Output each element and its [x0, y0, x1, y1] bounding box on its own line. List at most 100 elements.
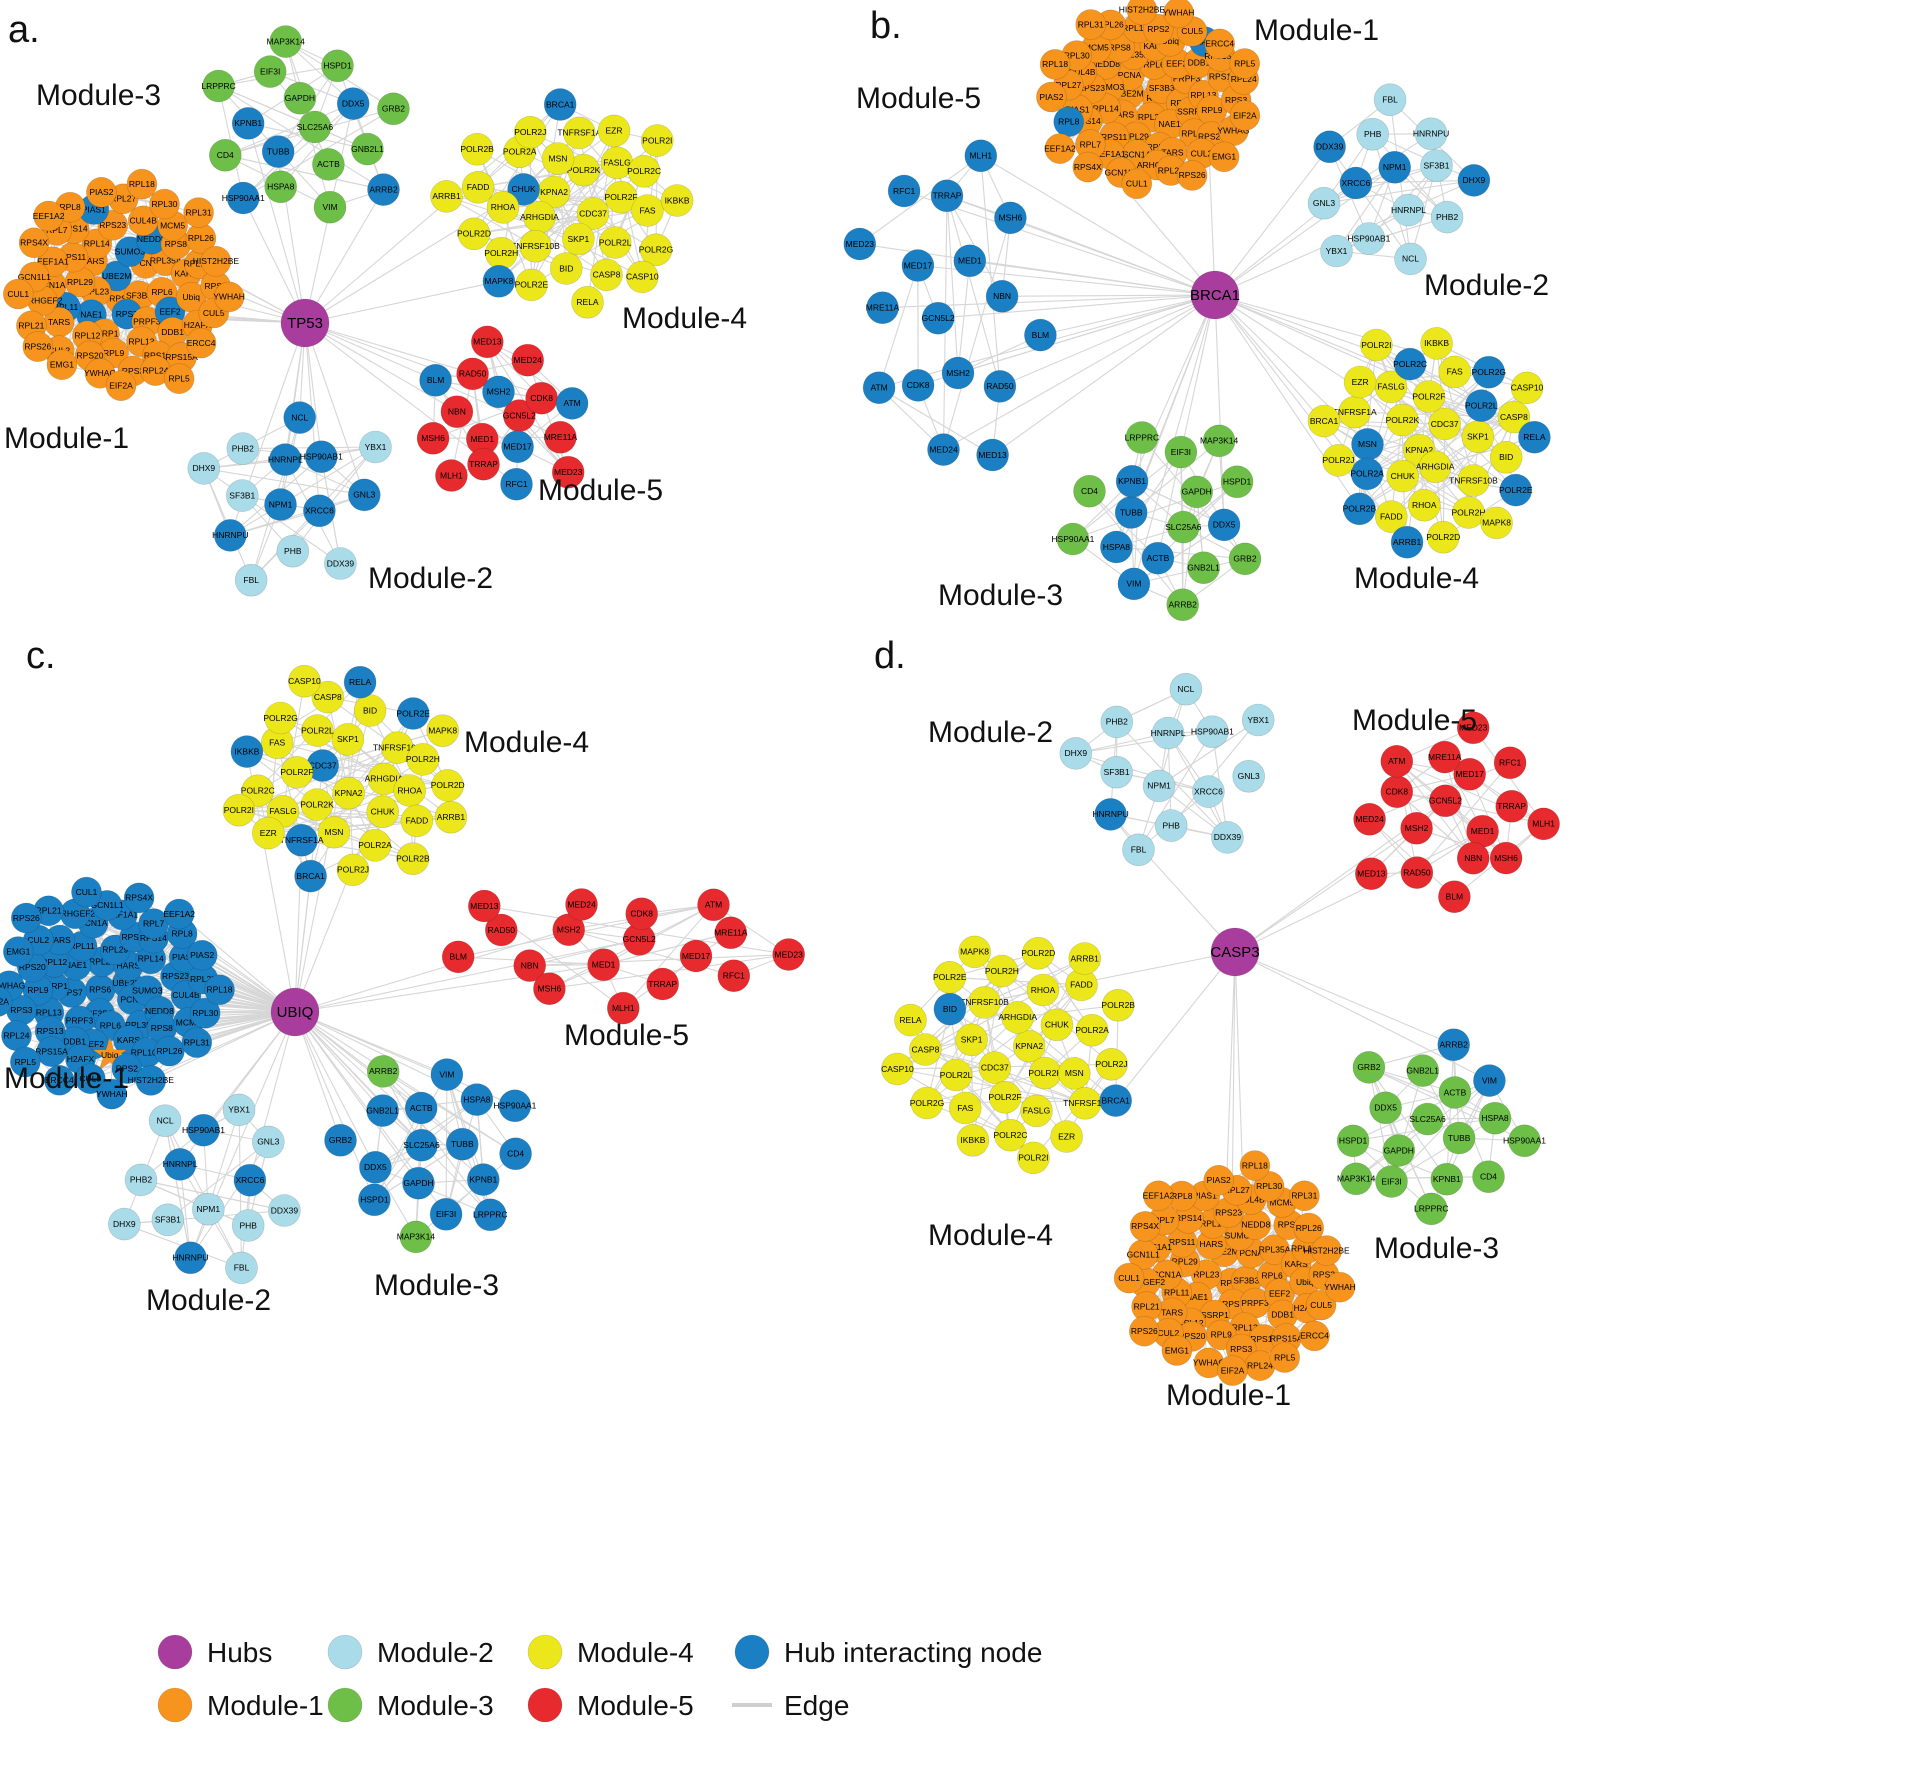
node-XRCC6[interactable] — [303, 494, 336, 528]
node-EMG1[interactable] — [1208, 141, 1240, 173]
node-ACTB[interactable] — [312, 148, 345, 181]
node-POLR2E[interactable] — [933, 960, 967, 994]
node-BRCA1[interactable] — [543, 88, 577, 121]
node-BID[interactable] — [549, 252, 583, 285]
node-YBX1[interactable] — [1241, 703, 1275, 737]
node-MED17[interactable] — [501, 430, 534, 464]
node-VIM[interactable] — [1473, 1064, 1506, 1097]
node-HNRNPU[interactable] — [1094, 798, 1127, 831]
node-NEDD8[interactable] — [1240, 1209, 1272, 1241]
node-YBX1[interactable] — [359, 430, 392, 464]
node-POLR2G[interactable] — [639, 233, 673, 267]
node-BLM[interactable] — [1438, 880, 1471, 914]
node-HSP90AB1[interactable] — [187, 1113, 220, 1147]
node-CD4[interactable] — [209, 139, 242, 172]
node-MLH1[interactable] — [606, 991, 640, 1025]
node-POLR2C[interactable] — [994, 1118, 1027, 1152]
node-MED13[interactable] — [1355, 857, 1388, 891]
node-RPL24[interactable] — [1, 1020, 32, 1051]
node-KPNB1[interactable] — [1115, 464, 1149, 498]
node-POLR2L[interactable] — [1465, 389, 1498, 422]
node-ERCC4[interactable] — [1299, 1320, 1330, 1352]
node-EIF3I[interactable] — [1375, 1165, 1408, 1198]
node-RPL5[interactable] — [1229, 48, 1260, 79]
node-TUBB[interactable] — [445, 1127, 479, 1161]
node-MSH6[interactable] — [416, 421, 450, 455]
node-FADD[interactable] — [1375, 500, 1408, 533]
node-DDX39[interactable] — [1313, 130, 1346, 164]
node-TRRAP[interactable] — [930, 179, 964, 213]
node-TRRAP[interactable] — [1495, 789, 1528, 823]
node-POLR2L[interactable] — [939, 1058, 973, 1092]
node-BID[interactable] — [933, 992, 967, 1026]
node-POLR2L[interactable] — [301, 714, 334, 747]
node-ATM[interactable] — [1380, 744, 1414, 778]
node-MED17[interactable] — [901, 249, 935, 282]
node-RELA[interactable] — [571, 285, 604, 319]
node-CUL5[interactable] — [1305, 1289, 1337, 1321]
node-ARRB2[interactable] — [1166, 588, 1199, 622]
node-MRE11A[interactable] — [1428, 740, 1461, 774]
node-HNRNPL[interactable] — [268, 443, 302, 476]
node-POLR2A[interactable] — [1350, 457, 1384, 491]
node-KPNB1[interactable] — [231, 107, 265, 140]
node-ERCC4[interactable] — [185, 327, 217, 359]
node-RAD50[interactable] — [484, 913, 518, 947]
node-EIF2A[interactable] — [0, 986, 13, 1017]
node-HSP90AB1[interactable] — [1352, 222, 1386, 255]
node-DDX5[interactable] — [359, 1151, 392, 1184]
node-FASLG[interactable] — [1020, 1094, 1053, 1128]
node-EEF1A2[interactable] — [1143, 1180, 1174, 1212]
node-KPNB1[interactable] — [1430, 1162, 1464, 1196]
node-CASP8[interactable] — [909, 1033, 942, 1066]
node-POLR2H[interactable] — [406, 743, 440, 776]
node-BLM[interactable] — [441, 940, 475, 974]
node-HSPA8[interactable] — [1478, 1101, 1512, 1135]
node-IKBKB[interactable] — [956, 1124, 990, 1157]
node-RPL5[interactable] — [9, 1046, 41, 1078]
node-BLM[interactable] — [1024, 318, 1057, 352]
node-CDK8[interactable] — [525, 381, 558, 415]
node-POLR2K[interactable] — [1386, 403, 1419, 437]
node-SF3B1[interactable] — [1100, 755, 1133, 789]
node-IKBKB[interactable] — [230, 735, 264, 768]
node-MAP3K14[interactable] — [269, 25, 303, 58]
node-RELA[interactable] — [343, 665, 377, 699]
node-SLC25A6[interactable] — [1411, 1102, 1444, 1136]
node-POLR2E[interactable] — [515, 268, 548, 302]
node-TRRAP[interactable] — [467, 447, 500, 481]
node-MAPK8[interactable] — [958, 935, 991, 969]
node-MRE11A[interactable] — [544, 420, 577, 454]
node-CASP10[interactable] — [881, 1052, 914, 1086]
node-HNRNPU[interactable] — [214, 519, 247, 552]
node-TRRAP[interactable] — [646, 967, 680, 1001]
node-POLR2J[interactable] — [1095, 1048, 1128, 1081]
node-SLC25A6[interactable] — [1167, 510, 1200, 544]
node-LRPPRC[interactable] — [1125, 421, 1159, 454]
node-GRB2[interactable] — [1352, 1051, 1386, 1084]
node-NCL[interactable] — [1169, 672, 1203, 706]
node-MAP3K14[interactable] — [1339, 1162, 1373, 1196]
node-CUL1[interactable] — [71, 876, 102, 908]
node-NCL[interactable] — [283, 401, 317, 434]
node-GAPDH[interactable] — [1382, 1134, 1416, 1167]
node-NPM1[interactable] — [1378, 151, 1411, 184]
node-POLR2F[interactable] — [1412, 380, 1446, 413]
node-RPL26[interactable] — [154, 1035, 185, 1067]
node-CASP10[interactable] — [288, 664, 321, 698]
node-EEF1A2[interactable] — [33, 200, 64, 232]
node-POLR2B[interactable] — [460, 133, 494, 166]
node-RELA[interactable] — [1518, 420, 1551, 454]
node-CUL4B[interactable] — [127, 205, 159, 237]
node-BID[interactable] — [1489, 440, 1523, 474]
node-TNFRSF1A[interactable] — [1068, 1087, 1102, 1120]
node-MED13[interactable] — [976, 438, 1009, 472]
node-TNFRSF1A[interactable] — [1338, 395, 1371, 429]
node-CD4[interactable] — [1073, 474, 1106, 508]
node-MSN[interactable] — [1351, 428, 1384, 461]
node-GAPDH[interactable] — [1180, 475, 1213, 509]
node-MSH6[interactable] — [1489, 841, 1523, 875]
node-GCN5L2[interactable] — [1429, 784, 1462, 818]
node-DDX5[interactable] — [336, 87, 370, 120]
node-VIM[interactable] — [1117, 567, 1151, 601]
